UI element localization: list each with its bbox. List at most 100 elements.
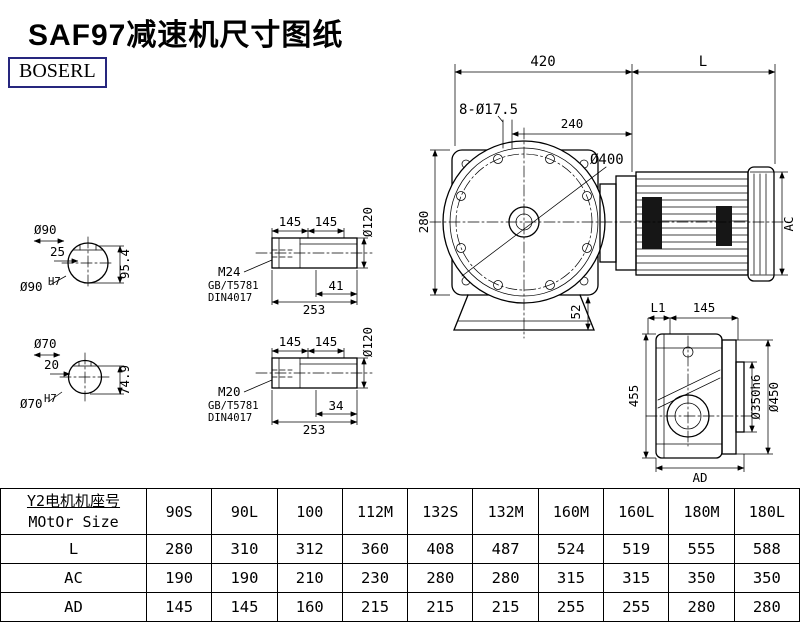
front-view-dimensions bbox=[430, 64, 788, 331]
table-row-AD: AD 145 145 160 215 215 215 255 255 280 2… bbox=[0, 592, 800, 622]
dim-420: 420 bbox=[530, 54, 555, 70]
cell-AD-160M: 255 bbox=[537, 592, 605, 622]
dim-280: 280 bbox=[416, 211, 431, 234]
motor-size-header: Y2电机机座号 MOtOr Size bbox=[0, 488, 147, 535]
cell-L-132M: 487 bbox=[472, 534, 539, 564]
row-label-AC: AC bbox=[0, 563, 147, 593]
output-spigot bbox=[735, 361, 745, 433]
dim-41: 41 bbox=[328, 278, 343, 293]
cell-L-132S: 408 bbox=[407, 534, 474, 564]
dim-spigot-dia: Ø350h6 bbox=[748, 374, 763, 419]
dim-L1: L1 bbox=[650, 300, 665, 315]
bore-section-bottom bbox=[59, 352, 111, 402]
dim-455: 455 bbox=[626, 385, 641, 408]
front-view bbox=[429, 119, 789, 339]
col-132M: 132M bbox=[472, 488, 539, 535]
dim-145a-top: 145 bbox=[279, 214, 302, 229]
label-din-bottom: DIN4017 bbox=[208, 412, 252, 424]
col-112M: 112M bbox=[341, 488, 409, 535]
output-flange-disc bbox=[721, 339, 737, 455]
dim-253-top: 253 bbox=[303, 302, 326, 317]
side-view bbox=[645, 333, 757, 459]
col-90S: 90S bbox=[145, 488, 213, 535]
dim-bolt-holes: 8-Ø17.5 bbox=[459, 102, 518, 118]
dim-145a-bottom: 145 bbox=[279, 334, 302, 349]
shaft-detail-top bbox=[255, 237, 373, 269]
page-title: SAF97减速机尺寸图纸 bbox=[28, 19, 344, 52]
dim-bore90: Ø90 bbox=[20, 279, 43, 294]
dim-flange-dia: Ø400 bbox=[590, 152, 624, 168]
cell-AC-112M: 230 bbox=[341, 563, 409, 593]
shaft-top-dimensions bbox=[243, 228, 368, 305]
cell-AD-180L: 280 bbox=[733, 592, 800, 622]
dim-253-bottom: 253 bbox=[303, 422, 326, 437]
dim-25: 25 bbox=[50, 244, 65, 259]
dim-AC: AC bbox=[781, 216, 796, 231]
cell-AD-100: 160 bbox=[276, 592, 343, 622]
motor-size-header-cn: Y2电机机座号 bbox=[26, 492, 121, 511]
motor-stator-section bbox=[642, 197, 662, 249]
flange-outer-circle bbox=[442, 140, 606, 304]
cell-AC-90L: 190 bbox=[211, 563, 278, 593]
dim-bore90-tol: H7 bbox=[48, 276, 61, 288]
col-180L: 180L bbox=[733, 488, 800, 535]
cell-AC-180M: 350 bbox=[668, 563, 735, 593]
dim-L: L bbox=[699, 54, 707, 70]
dim-240: 240 bbox=[561, 116, 584, 131]
col-160M: 160M bbox=[537, 488, 605, 535]
cell-AC-160M: 315 bbox=[537, 563, 605, 593]
side-view-centerlines bbox=[645, 335, 757, 447]
cell-L-90S: 280 bbox=[145, 534, 213, 564]
cell-L-100: 312 bbox=[276, 534, 343, 564]
dim-145-side: 145 bbox=[693, 300, 716, 315]
front-view-centerlines bbox=[429, 127, 789, 339]
dia400-leader bbox=[461, 166, 607, 277]
bore-top-dimensions bbox=[33, 238, 124, 286]
cell-L-90L: 310 bbox=[211, 534, 278, 564]
boserl-logo: BOSERL bbox=[8, 57, 107, 88]
cell-L-160M: 524 bbox=[537, 534, 605, 564]
row-label-AD: AD bbox=[0, 592, 147, 622]
dimension-table: Y2电机机座号 MOtOr Size 90S 90L 100 112M 132S… bbox=[0, 488, 800, 622]
cell-AC-132S: 280 bbox=[407, 563, 474, 593]
dim-bore70-tol: H7 bbox=[44, 393, 57, 405]
dim-dia120-bottom: Ø120 bbox=[360, 327, 375, 357]
col-180M: 180M bbox=[668, 488, 735, 535]
cell-L-180M: 555 bbox=[668, 534, 735, 564]
label-gb-top: GB/T5781 bbox=[208, 280, 259, 292]
motor-size-header-en: MOtOr Size bbox=[28, 513, 119, 531]
cell-AD-112M: 215 bbox=[341, 592, 409, 622]
label-din-top: DIN4017 bbox=[208, 292, 252, 304]
table-row-AC: AC 190 190 210 230 280 280 315 315 350 3… bbox=[0, 563, 800, 593]
dim-dia70: Ø70 bbox=[34, 336, 57, 351]
dim-52: 52 bbox=[568, 304, 583, 319]
label-M20: M20 bbox=[218, 384, 241, 399]
cell-AD-160L: 255 bbox=[603, 592, 670, 622]
dim-95-4: 95.4 bbox=[117, 249, 132, 279]
table-header-row: Y2电机机座号 MOtOr Size 90S 90L 100 112M 132S… bbox=[0, 488, 800, 535]
dim-450: Ø450 bbox=[766, 382, 781, 412]
cell-AD-90L: 145 bbox=[211, 592, 278, 622]
dim-145b-top: 145 bbox=[315, 214, 338, 229]
side-view-dimensions bbox=[642, 315, 773, 472]
dim-74-9: 74.9 bbox=[117, 365, 132, 395]
label-M24: M24 bbox=[218, 264, 241, 279]
bolt-holes bbox=[456, 154, 592, 290]
dim-20: 20 bbox=[44, 357, 59, 372]
fan-cowl bbox=[747, 166, 775, 282]
table-row-L: L 280 310 312 360 408 487 524 519 555 58… bbox=[0, 534, 800, 564]
col-160L: 160L bbox=[603, 488, 670, 535]
motor-rotor-section bbox=[716, 206, 732, 246]
cell-L-160L: 519 bbox=[603, 534, 670, 564]
col-100: 100 bbox=[276, 488, 343, 535]
dim-34: 34 bbox=[328, 398, 343, 413]
col-132S: 132S bbox=[407, 488, 474, 535]
cell-AC-160L: 315 bbox=[603, 563, 670, 593]
bore-bottom-dimensions bbox=[33, 352, 124, 403]
cell-AC-100: 210 bbox=[276, 563, 343, 593]
dim-dia120-top: Ø120 bbox=[360, 207, 375, 237]
technical-drawing: 420 L 8-Ø17.5 240 Ø400 280 52 AC bbox=[20, 54, 796, 485]
cell-L-112M: 360 bbox=[341, 534, 409, 564]
shaft-bottom-dimensions bbox=[243, 348, 368, 425]
dim-145b-bottom: 145 bbox=[315, 334, 338, 349]
